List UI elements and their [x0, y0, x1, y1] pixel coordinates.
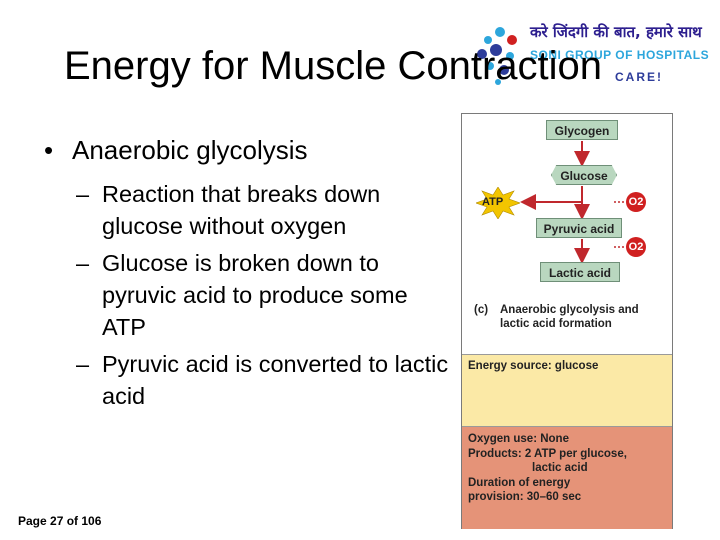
detail-line: provision: 30–60 sec	[468, 491, 582, 503]
slide-title: Energy for Muscle Contraction	[64, 44, 603, 88]
bullet-dot-icon: •	[44, 135, 54, 165]
logo-name: SONI GROUP OF HOSPITALS	[530, 48, 710, 62]
figure-caption: (c) Anaerobic glycolysis and lactic acid…	[474, 303, 669, 331]
glucose-box: Glucose	[551, 165, 617, 185]
detail-line: Duration of energy	[468, 476, 571, 489]
details-panel: Oxygen use: None Products: 2 ATP per glu…	[462, 426, 672, 529]
details-text: Oxygen use: None Products: 2 ATP per glu…	[468, 432, 627, 505]
sub-bullet-text: Glucose is broken down to pyruvic acid t…	[102, 250, 408, 340]
caption-text: Anaerobic glycolysis and lactic acid for…	[500, 304, 639, 330]
logo-tagline: करे जिंदगी की बात, हमारे साथ	[530, 23, 702, 41]
glycolysis-figure: Glycogen Glucose Pyruvic acid Lactic aci…	[461, 113, 673, 529]
atp-label: ATP	[482, 196, 504, 208]
dash-icon: –	[76, 181, 90, 207]
pyruvic-acid-box: Pyruvic acid	[536, 218, 622, 238]
page-indicator: Page 27 of 106	[18, 514, 102, 528]
sub-bullet: –Glucose is broken down to pyruvic acid …	[44, 247, 454, 343]
lactic-acid-box: Lactic acid	[540, 262, 620, 282]
main-bullet: • Anaerobic glycolysis	[44, 132, 454, 168]
sub-bullet: –Reaction that breaks down glucose witho…	[44, 178, 454, 242]
energy-source-panel: Energy source: glucose	[462, 354, 672, 427]
pathway-arrows	[520, 141, 624, 264]
sub-bullet-text: Pyruvic acid is converted to lactic acid	[102, 351, 449, 409]
bullet-list: •Anaerobic glycolysis –Reaction that bre…	[44, 132, 454, 417]
detail-line: Products: 2 ATP per glucose,	[468, 447, 627, 460]
sub-bullet-list: –Reaction that breaks down glucose witho…	[44, 178, 454, 412]
sub-bullet: –Pyruvic acid is converted to lactic aci…	[44, 348, 454, 412]
detail-line: Oxygen use: None	[468, 433, 569, 445]
pathway-panel: Glycogen Glucose Pyruvic acid Lactic aci…	[462, 114, 672, 354]
logo-care: CARE!	[615, 70, 663, 84]
dash-icon: –	[76, 250, 90, 276]
caption-label: (c)	[474, 304, 489, 316]
sub-bullet-text: Reaction that breaks down glucose withou…	[102, 181, 381, 239]
dash-icon: –	[76, 351, 90, 377]
detail-line: lactic acid	[532, 462, 588, 474]
main-bullet-text: Anaerobic glycolysis	[72, 135, 308, 165]
glycogen-box: Glycogen	[546, 120, 618, 140]
atp-burst: ATP	[476, 187, 520, 219]
hospital-logo: करे जिंदगी की बात, हमारे साथ SONI GROUP …	[470, 10, 720, 100]
oxygen-icon: O2	[626, 237, 646, 257]
oxygen-icon: O2	[626, 192, 646, 212]
energy-source-text: Energy source: glucose	[468, 360, 599, 372]
logo-dots-icon	[477, 27, 517, 85]
atp-star-icon	[476, 187, 520, 219]
